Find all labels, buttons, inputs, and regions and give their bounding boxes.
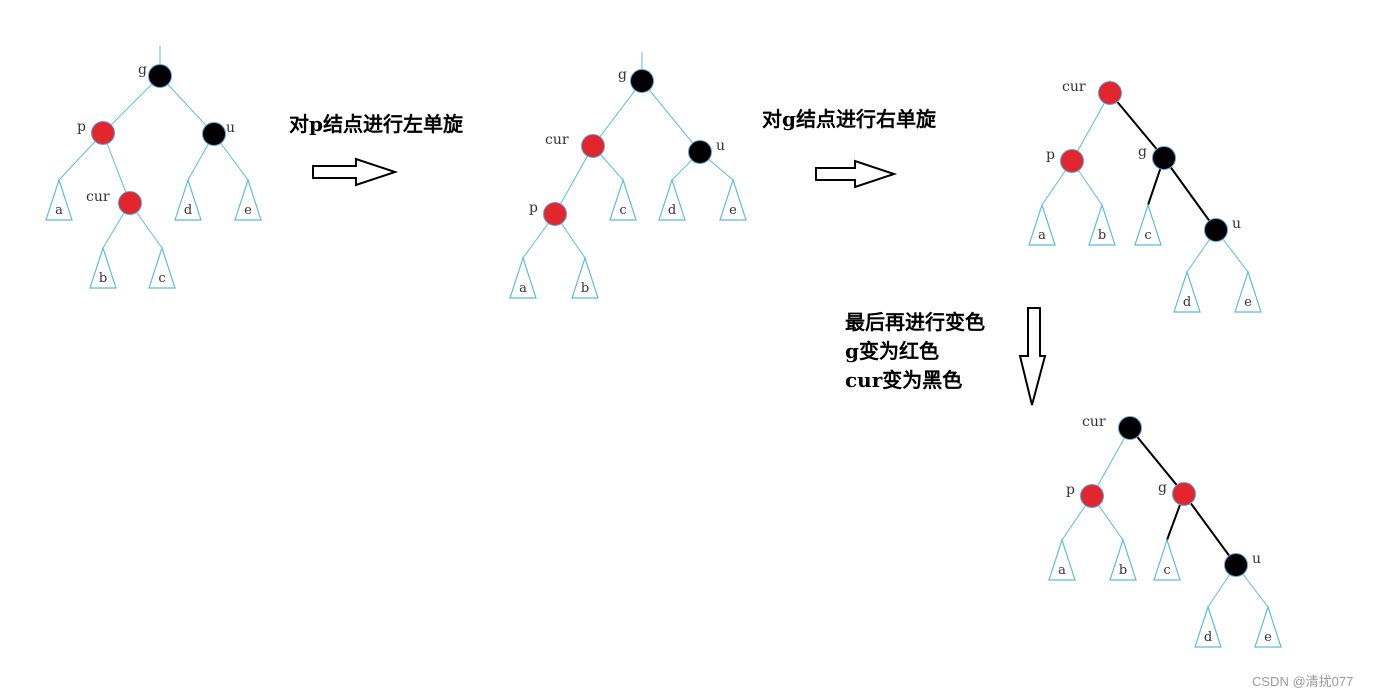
tree-after-right-rotation-node-label-u: u — [1232, 216, 1241, 232]
tree-after-right-rotation-subtree-e — [1234, 270, 1262, 313]
tree-after-recolor-subtree-e — [1254, 605, 1282, 648]
tree-after-right-rotation-thick-edge-cur-g — [1109, 92, 1165, 159]
caption-recolor-line3: cur变为黑色 — [845, 368, 962, 392]
tree-after-right-rotation-node-p — [1060, 149, 1084, 173]
tree-after-recolor-node-p — [1080, 484, 1104, 508]
tree-after-recolor-subtree-label-d: d — [1204, 630, 1212, 645]
watermark: CSDN @清扰077 — [1252, 674, 1353, 689]
tree-after-recolor-node-label-u: u — [1252, 551, 1261, 567]
tree-initial-subtree-label-e: e — [244, 203, 252, 218]
tree-after-right-rotation-node-g — [1152, 146, 1176, 170]
tree-initial-node-label-g: g — [138, 62, 147, 78]
tree-after-right-rotation-subtree-label-d: d — [1183, 295, 1191, 310]
tree-after-left-rotation-subtree-e — [719, 178, 747, 221]
tree-after-right-rotation-subtree-d — [1173, 270, 1201, 313]
tree-after-left-rotation-edge-g-cur — [592, 80, 643, 147]
tree-after-left-rotation-node-g — [630, 69, 654, 93]
tree-initial-edge-g-p — [102, 75, 161, 134]
tree-after-recolor-node-g — [1172, 482, 1196, 506]
tree-after-recolor-node-u — [1224, 553, 1248, 577]
tree-after-right-rotation-subtree-c — [1134, 203, 1162, 246]
tree-initial-subtree-label-b: b — [99, 271, 107, 286]
tree-initial-node-label-cur: cur — [86, 189, 110, 205]
tree-after-left-rotation-node-label-p: p — [529, 200, 538, 216]
tree-after-left-rotation-subtree-d — [658, 178, 686, 221]
tree-initial-subtree-label-c: c — [158, 271, 165, 286]
tree-after-recolor-subtree-d — [1194, 605, 1222, 648]
tree-initial-node-p — [91, 121, 115, 145]
tree-initial-subtree-label-a: a — [55, 203, 63, 218]
tree-after-recolor-subtree-label-c: c — [1163, 563, 1170, 578]
arrow-right-1 — [312, 157, 399, 187]
tree-initial-node-label-u: u — [226, 120, 235, 136]
tree-after-left-rotation-subtree-b — [571, 256, 599, 299]
caption-right-rotation: 对g结点进行右单旋 — [762, 107, 937, 131]
tree-after-left-rotation-node-label-g: g — [618, 67, 627, 83]
tree-after-right-rotation-node-label-g: g — [1138, 144, 1147, 160]
tree-after-right-rotation-node-u — [1204, 218, 1228, 242]
tree-after-left-rotation-subtree-label-a: a — [519, 281, 527, 296]
tree-after-left-rotation-node-p — [543, 202, 567, 226]
tree-after-right-rotation-subtree-label-a: a — [1038, 228, 1046, 243]
tree-initial-node-u — [202, 122, 226, 146]
tree-after-recolor-node-label-p: p — [1066, 482, 1075, 498]
tree-initial-node-g — [148, 64, 172, 88]
tree-after-left-rotation-edge-g-u — [641, 80, 701, 153]
tree-after-left-rotation-subtree-label-e: e — [729, 203, 737, 218]
tree-initial-edge-g-u — [159, 75, 215, 135]
tree-initial-edge-p-cur — [102, 132, 131, 204]
tree-after-left-rotation-node-cur — [581, 134, 605, 158]
tree-initial-node-cur — [118, 191, 142, 215]
tree-after-recolor-subtree-a — [1048, 538, 1076, 581]
tree-initial-node-label-p: p — [77, 119, 86, 135]
tree-after-right-rotation-subtree-label-e: e — [1244, 295, 1252, 310]
tree-after-left-rotation-subtree-label-c: c — [619, 203, 626, 218]
tree-after-recolor-subtree-label-a: a — [1058, 563, 1066, 578]
tree-after-left-rotation-node-u — [688, 140, 712, 164]
caption-recolor-line2: g变为红色 — [845, 339, 939, 363]
tree-initial-subtree-e — [234, 178, 262, 221]
tree-after-right-rotation-node-label-p: p — [1046, 147, 1055, 163]
tree-after-recolor-edge-cur-p — [1091, 427, 1131, 497]
tree-after-left-rotation-subtree-a — [509, 256, 537, 299]
tree-after-right-rotation-thick-edge-g-u — [1163, 157, 1217, 231]
tree-after-recolor-node-cur — [1118, 416, 1142, 440]
tree-after-recolor-subtree-label-e: e — [1264, 630, 1272, 645]
tree-after-left-rotation-subtree-label-d: d — [668, 203, 676, 218]
tree-after-left-rotation-subtree-label-b: b — [581, 281, 589, 296]
tree-after-recolor-subtree-c — [1153, 538, 1181, 581]
caption-recolor-line1: 最后再进行变色 — [845, 310, 985, 334]
tree-after-right-rotation-subtree-label-b: b — [1098, 228, 1106, 243]
tree-after-right-rotation-subtree-label-c: c — [1144, 228, 1151, 243]
tree-after-right-rotation-edge-cur-p — [1071, 92, 1111, 162]
tree-after-right-rotation-node-label-cur: cur — [1062, 79, 1086, 95]
tree-after-recolor-subtree-b — [1109, 538, 1137, 581]
arrow-down — [1018, 307, 1047, 406]
tree-after-left-rotation-edge-cur-p — [554, 145, 594, 215]
tree-after-recolor-thick-edge-cur-g — [1129, 427, 1185, 495]
tree-initial-subtree-a — [45, 178, 73, 221]
tree-after-left-rotation-subtree-c — [609, 178, 637, 221]
tree-after-recolor-thick-edge-g-u — [1183, 493, 1237, 566]
tree-after-left-rotation-node-label-cur: cur — [545, 132, 569, 148]
tree-after-recolor-node-label-g: g — [1158, 480, 1167, 496]
tree-after-right-rotation-node-cur — [1098, 81, 1122, 105]
tree-after-recolor-subtree-label-b: b — [1119, 563, 1127, 578]
tree-initial-subtree-c — [148, 246, 176, 289]
arrow-right-2 — [815, 159, 898, 189]
caption-left-rotation: 对p结点进行左单旋 — [289, 112, 464, 136]
tree-initial-subtree-label-d: d — [184, 203, 192, 218]
tree-initial-subtree-b — [89, 246, 117, 289]
tree-after-right-rotation-subtree-b — [1088, 203, 1116, 246]
tree-after-left-rotation-node-label-u: u — [716, 138, 725, 154]
tree-initial-subtree-d — [174, 178, 202, 221]
tree-after-right-rotation-subtree-a — [1028, 203, 1056, 246]
tree-after-recolor-node-label-cur: cur — [1082, 414, 1106, 430]
